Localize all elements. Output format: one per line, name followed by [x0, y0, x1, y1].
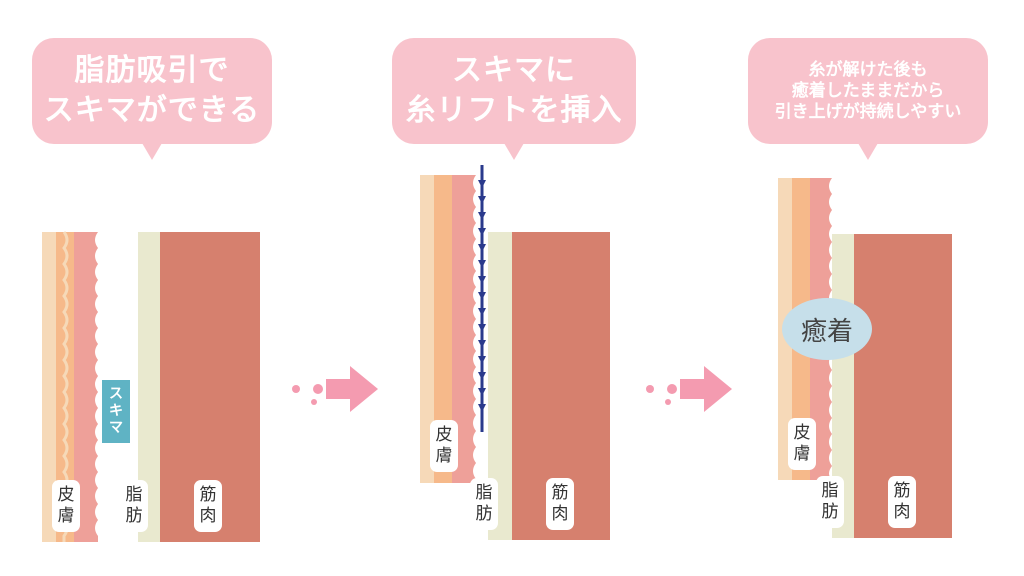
- bubble-tail: [142, 143, 162, 160]
- skin-label: 皮膚: [52, 480, 80, 532]
- muscle-label: 筋肉: [888, 476, 916, 528]
- fat-label: 脂肪: [470, 478, 498, 530]
- bubble-line: 引き上げが持続しやすい: [774, 101, 962, 122]
- step-1-bubble: 脂肪吸引で スキマができる: [32, 38, 272, 160]
- muscle-label: 筋肉: [194, 480, 222, 532]
- skin-inner-layer: [452, 175, 476, 483]
- step-3-bubble: 糸が解けた後も 癒着したままだから 引き上げが持続しやすい: [748, 38, 988, 160]
- bubble-line: スキマができる: [43, 93, 261, 128]
- bubble-tail: [504, 143, 524, 160]
- skin-label: 皮膚: [788, 418, 816, 470]
- gap-label: スキマ: [102, 380, 130, 443]
- bubble-line: スキマに: [452, 53, 576, 88]
- adhesion-badge: 癒着: [782, 298, 872, 360]
- skin-mid-layer: [434, 175, 456, 483]
- skin-outer-layer: [420, 175, 438, 483]
- muscle-label: 筋肉: [546, 478, 574, 530]
- bubble-line: 糸リフトを挿入: [405, 93, 623, 128]
- bubble-line: 癒着したままだから: [791, 80, 945, 101]
- skin-inner-layer: [74, 232, 98, 542]
- skin-label: 皮膚: [430, 420, 458, 472]
- fat-label: 脂肪: [120, 480, 148, 532]
- bubble-line: 糸が解けた後も: [808, 59, 928, 80]
- fat-label: 脂肪: [816, 476, 844, 528]
- bubble-line: 脂肪吸引で: [74, 53, 230, 88]
- step-2-bubble: スキマに 糸リフトを挿入: [392, 38, 636, 160]
- skin-outer-layer: [42, 232, 60, 542]
- thread-lift-icon: [478, 165, 486, 432]
- bubble-tail: [858, 143, 878, 160]
